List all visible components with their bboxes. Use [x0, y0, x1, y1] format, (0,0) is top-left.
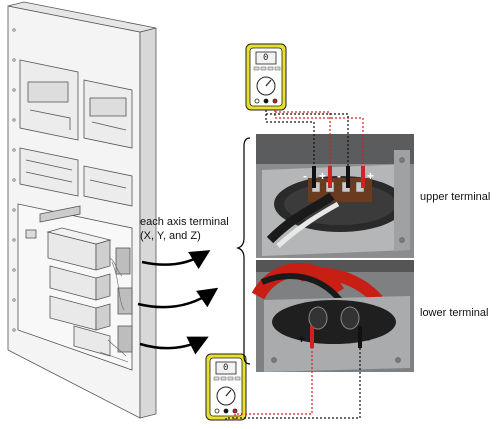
cable-red [298, 267, 383, 305]
module-stack [46, 227, 112, 357]
cabinet-top-face [7, 1, 157, 33]
polarity-upper-minus-right: - [337, 169, 341, 183]
label-axis-terminal-line1: each axis terminal [140, 216, 229, 228]
rivet-row [12, 28, 16, 332]
shelf-bracket [39, 205, 81, 223]
probe-wires-bottom [225, 346, 361, 420]
wiring [99, 257, 129, 363]
pointer-arrows [137, 250, 219, 355]
arrow-3 [139, 336, 209, 355]
middle-panel-right [83, 165, 133, 207]
probe-wire-red [234, 346, 313, 420]
panel-slot [89, 97, 127, 117]
terminal-blocks [115, 247, 133, 353]
meter-display [255, 51, 277, 65]
probe-wire-black [265, 110, 315, 188]
meter-display [215, 361, 237, 375]
probe-jacks [254, 98, 278, 104]
upper-terminal-photo [256, 134, 414, 258]
meter-bottom-readout: 0 [223, 363, 229, 373]
middle-panel-left [19, 147, 79, 197]
probe-wires-top [265, 110, 364, 188]
polarity-lower-plus: + [298, 332, 306, 346]
cable [276, 201, 340, 248]
meter-top-readout: 0 [263, 53, 269, 63]
probe-wire-black [266, 113, 349, 188]
polarity-lower-minus: - [366, 332, 370, 346]
probe-wire-red [275, 111, 331, 188]
label-lower-terminal: lower terminal [420, 307, 489, 319]
cable-red [251, 263, 344, 300]
arrow-1 [141, 250, 211, 270]
probe-jacks [214, 408, 238, 414]
arrow-2 [137, 287, 219, 309]
probe-tips-lower [310, 326, 362, 348]
probe-wire-black [225, 346, 361, 420]
label-axis-terminal-line2: (X, Y, and Z) [140, 230, 201, 242]
polarity-upper-plus-right: + [367, 169, 375, 183]
lower-terminal-photo [251, 260, 414, 372]
terminal-opening [272, 300, 396, 344]
polarity-upper-plus-left: + [319, 169, 327, 183]
cable [266, 192, 335, 244]
label-upper-terminal: upper terminal [420, 191, 491, 203]
polarity-upper-minus-left: - [303, 169, 307, 183]
grouping-brace [236, 137, 251, 365]
cabinet-drawing [7, 1, 157, 419]
multimeter-top [245, 43, 287, 111]
multimeter-bottom [205, 353, 247, 421]
probe-tips-upper [312, 166, 365, 188]
panel-slot [27, 81, 69, 103]
